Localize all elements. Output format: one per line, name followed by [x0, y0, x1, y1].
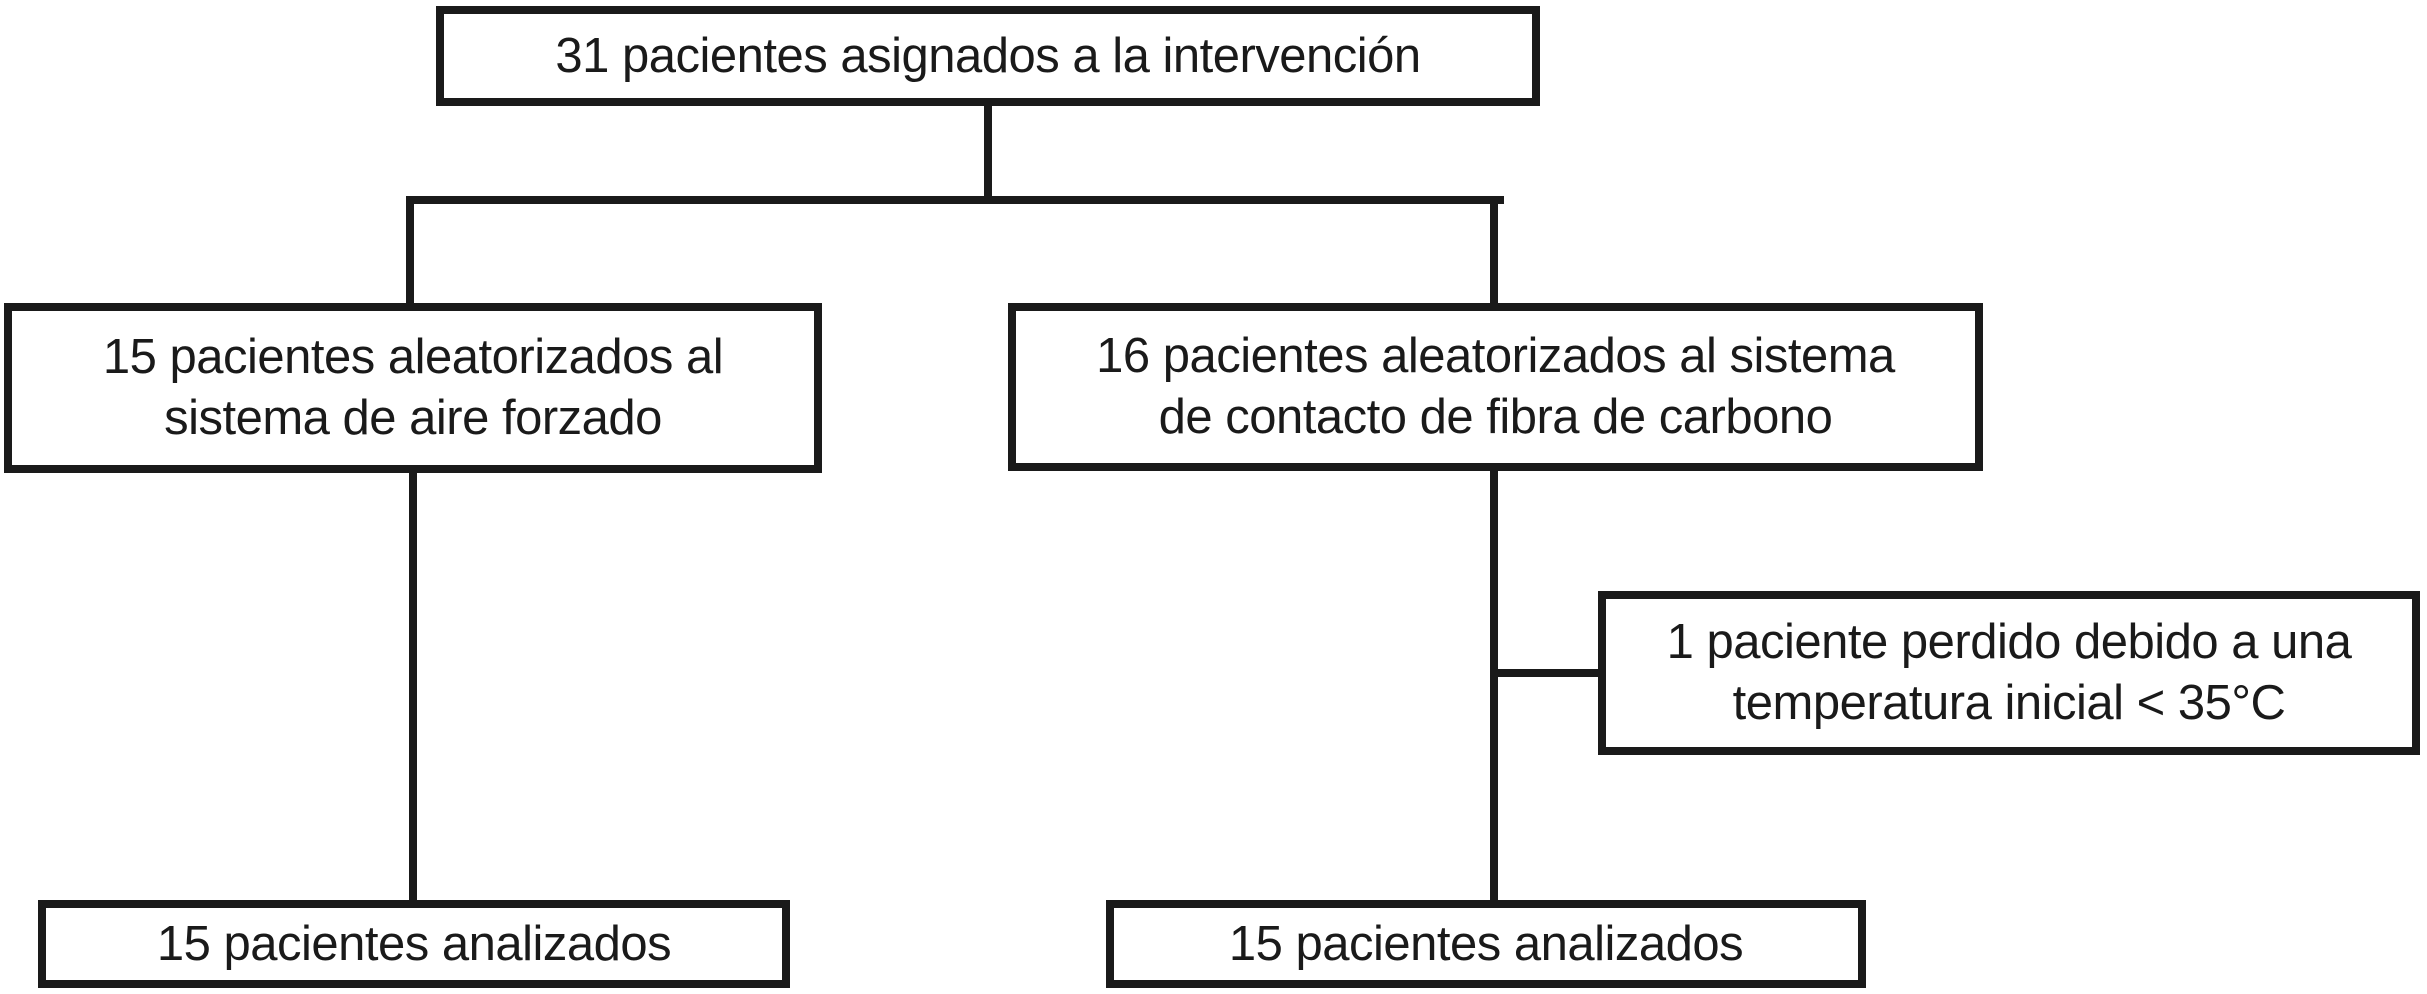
node-assigned-intervention-text: 31 pacientes asignados a la intervención	[555, 28, 1421, 83]
connector-lost-patient-arm	[1494, 669, 1598, 677]
node-lost-patient-text-line2: temperatura inicial < 35°C	[1732, 676, 2286, 730]
connector-right-stem	[1490, 471, 1498, 900]
connector-branch-bar	[406, 196, 1504, 204]
node-assigned-intervention: 31 pacientes asignados a la intervención	[436, 6, 1540, 106]
node-analyzed-carbon-fiber: 15 pacientes analizados	[1106, 900, 1866, 988]
connector-left-stem	[409, 473, 417, 900]
connector-top-stem	[984, 106, 992, 202]
connector-left-branch-drop	[406, 196, 414, 303]
connector-right-branch-drop	[1490, 196, 1498, 303]
node-analyzed-carbon-fiber-text: 15 pacientes analizados	[1228, 916, 1744, 971]
node-carbon-fiber-group: 16 pacientes aleatorizados al sistema de…	[1008, 303, 1983, 471]
node-analyzed-forced-air-text: 15 pacientes analizados	[156, 916, 672, 971]
node-forced-air-group-text-line1: 15 pacientes aleatorizados al	[102, 330, 724, 385]
node-lost-patient: 1 paciente perdido debido a una temperat…	[1598, 591, 2420, 755]
node-carbon-fiber-group-text-line2: de contacto de fibra de carbono	[1158, 390, 1833, 444]
node-forced-air-group-text-line2: sistema de aire forzado	[164, 391, 662, 445]
node-carbon-fiber-group-text-line1: 16 pacientes aleatorizados al sistema	[1096, 329, 1895, 384]
node-analyzed-forced-air: 15 pacientes analizados	[38, 900, 790, 988]
node-forced-air-group: 15 pacientes aleatorizados al sistema de…	[4, 303, 822, 473]
node-lost-patient-text-line1: 1 paciente perdido debido a una	[1666, 615, 2352, 670]
